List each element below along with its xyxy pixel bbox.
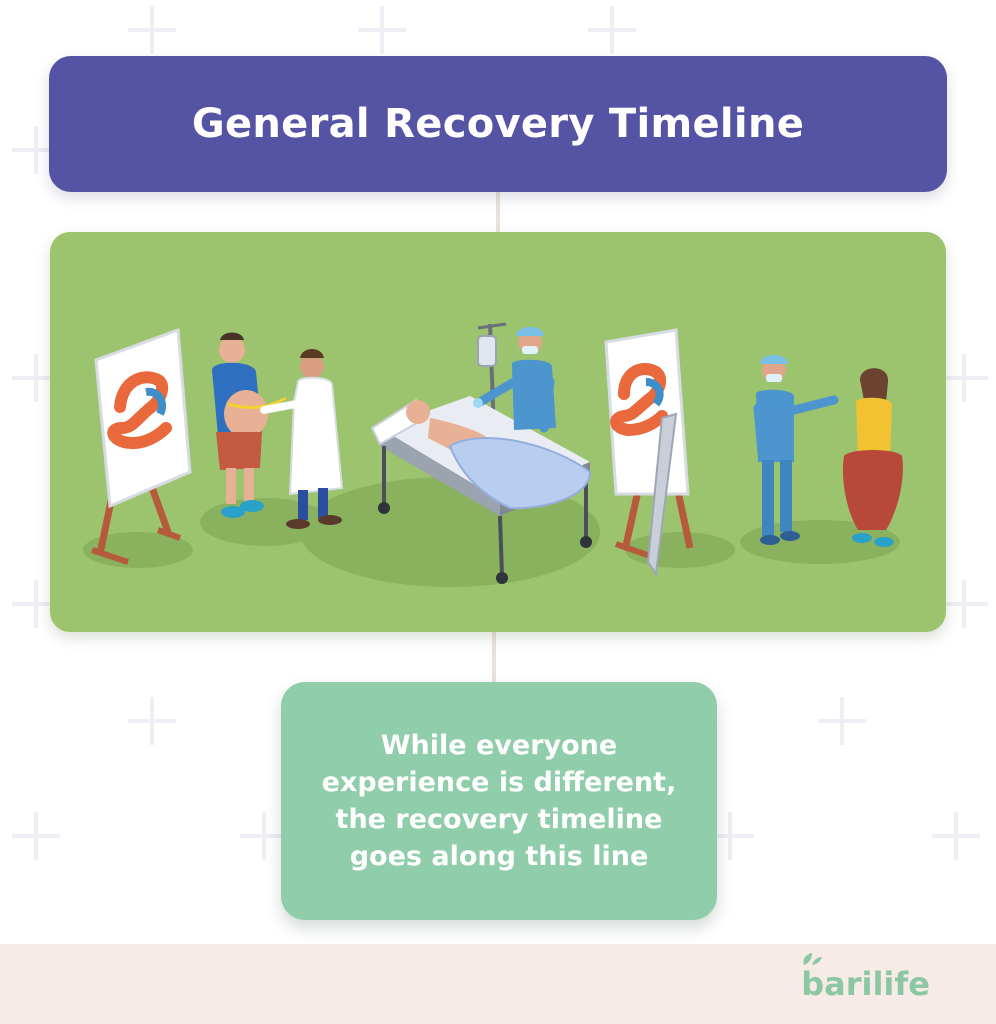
logo-wordmark: barilife (801, 953, 930, 1003)
logo-text: barilife (801, 965, 930, 1003)
surgeon-standing (753, 355, 839, 545)
decor-plus-icon (12, 354, 60, 402)
timeline-connector (492, 632, 496, 682)
note-text: While everyone experience is different, … (309, 727, 689, 875)
decor-plus-icon (240, 812, 288, 860)
note-card: While everyone experience is different, … (281, 682, 717, 920)
page-title: General Recovery Timeline (191, 101, 805, 147)
decor-plus-icon (940, 354, 988, 402)
decor-plus-icon (818, 697, 866, 745)
title-banner: General Recovery Timeline (49, 56, 947, 192)
footer-bar: barilife (0, 944, 996, 1024)
note-line: experience is different, (321, 767, 677, 798)
slimmed-patient (842, 368, 903, 547)
decor-plus-icon (128, 697, 176, 745)
surgeon-at-bed (473, 327, 556, 433)
decor-plus-icon (358, 6, 406, 54)
leaf-icon (803, 953, 823, 965)
note-line: While everyone (380, 730, 618, 761)
stomach-diagram-board-left (91, 327, 192, 565)
decor-plus-icon (932, 812, 980, 860)
illustration-graphic (83, 322, 903, 587)
recovery-illustration (50, 232, 946, 632)
stomach-diagram-board-right (604, 328, 694, 577)
barilife-logo: barilife (801, 953, 930, 1006)
note-line: the recovery timeline (335, 804, 663, 835)
decor-plus-icon (12, 812, 60, 860)
patient-being-measured (212, 332, 287, 518)
hospital-bed (370, 396, 592, 584)
decor-plus-icon (706, 812, 754, 860)
decor-plus-icon (128, 6, 176, 54)
note-line: goes along this line (349, 841, 649, 872)
doctor-in-lab-coat (260, 349, 344, 529)
decor-plus-icon (940, 580, 988, 628)
decor-plus-icon (12, 580, 60, 628)
decor-plus-icon (588, 6, 636, 54)
decor-plus-icon (12, 126, 60, 174)
timeline-connector (496, 192, 500, 232)
